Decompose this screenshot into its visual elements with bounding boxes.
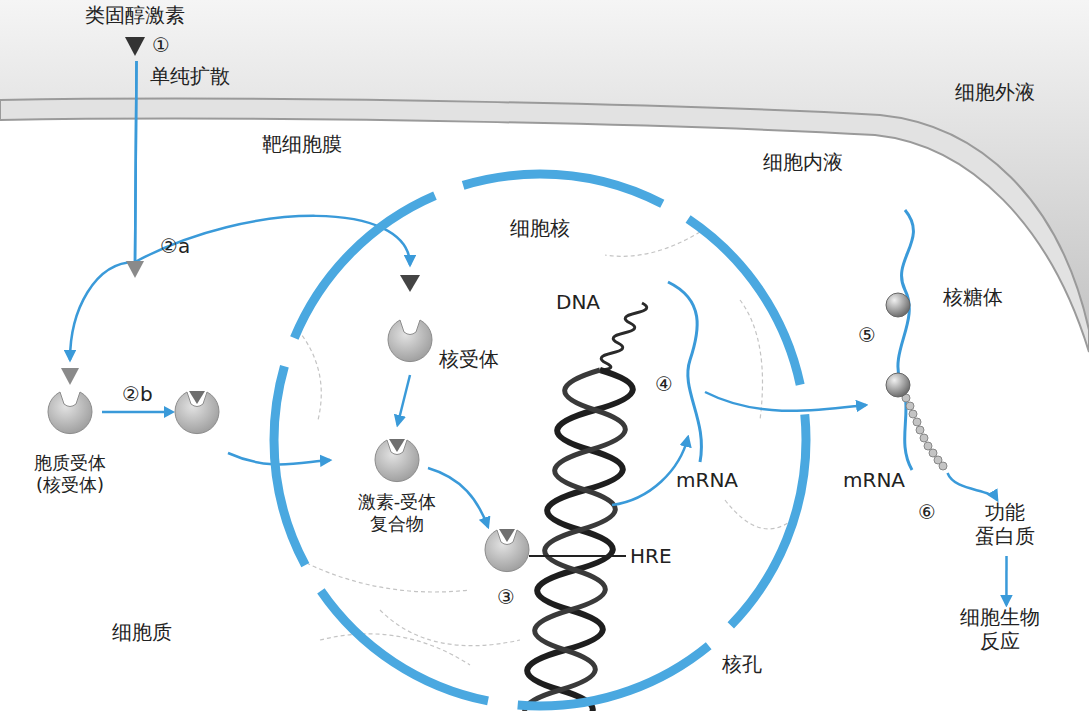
hre-pointer	[529, 555, 626, 557]
amino-acid	[920, 434, 928, 442]
hormone-triangle	[61, 368, 79, 385]
nuclear-envelope	[274, 174, 806, 706]
amino-acid	[906, 402, 914, 410]
arrow-head	[164, 406, 175, 418]
hormone-triangle	[400, 275, 420, 292]
amino-acid	[913, 418, 921, 426]
node-text: 激素-受体 复合物	[347, 491, 447, 534]
mesh-line	[605, 232, 700, 256]
receptor-shape	[485, 530, 529, 572]
hormone-triangle	[389, 439, 405, 452]
flow-arrow	[398, 375, 411, 425]
part-label: DNA	[556, 290, 600, 314]
binding-arrow	[102, 411, 165, 414]
response-box: 细胞生物 反应	[940, 605, 1063, 661]
process-label: 单纯扩散	[150, 64, 230, 88]
extracellular-fluid	[0, 0, 1089, 330]
region-label: 细胞外液	[955, 80, 1035, 104]
callout-number: ①	[152, 33, 170, 57]
hormone-triangle	[125, 37, 145, 56]
callout-number: ⑥	[918, 500, 936, 524]
hormone-receptor-complex: 激素-受体 复合物	[330, 425, 465, 560]
node-shape	[268, 168, 812, 711]
receptor	[388, 320, 432, 362]
receptor	[175, 391, 219, 434]
hormone-triangle	[189, 391, 205, 404]
part-label: 靶细胞膜	[262, 132, 342, 156]
mrna-strand	[668, 282, 701, 462]
callout-number: ③	[497, 585, 515, 609]
flow-arrow	[948, 473, 998, 500]
cell-membrane	[0, 99, 1089, 352]
region-label: 细胞内液	[763, 150, 843, 174]
part-label: 核孔	[722, 652, 762, 676]
node-text: 核受体	[436, 347, 502, 371]
callout-number: ②a	[160, 234, 190, 258]
flow-arrow	[70, 61, 137, 360]
hormone-triangle	[499, 529, 515, 542]
receptor	[375, 439, 419, 482]
hormone-node: 类固醇激素	[75, 3, 198, 61]
region-label: 细胞质	[112, 620, 172, 644]
mesh-line	[740, 300, 763, 420]
amino-acid	[939, 462, 947, 470]
node-text: 胞质受体 (核受体)	[30, 452, 110, 495]
receptor-shape	[388, 320, 432, 362]
amino-acid	[909, 410, 917, 418]
mesh-line	[300, 560, 470, 592]
callout-number: ⑤	[858, 323, 876, 347]
node-text: 类固醇激素	[75, 3, 195, 27]
part-label: HRE	[630, 544, 672, 568]
receptor	[48, 392, 92, 434]
amino-acid	[929, 449, 937, 457]
polypeptide-chain	[902, 394, 947, 470]
hormone-triangle	[126, 261, 144, 278]
mesh-line	[725, 500, 792, 529]
receptor-shape	[48, 392, 92, 434]
ribosome-node: 核糖体	[880, 283, 1015, 473]
dna-bound-receptor	[485, 529, 529, 572]
callout-number: ④	[655, 372, 673, 396]
receptor-shape	[375, 440, 419, 482]
amino-acid	[916, 426, 924, 434]
dna-strand	[525, 370, 626, 711]
part-label: mRNA	[843, 468, 905, 492]
part-label: mRNA	[676, 468, 738, 492]
receptor-shape	[175, 392, 219, 434]
callout-number: ②b	[122, 382, 153, 406]
nuclear-receptor: 核受体	[380, 265, 505, 375]
mrna-strand	[898, 210, 914, 470]
dna-coil	[600, 303, 647, 370]
mesh-line	[380, 610, 520, 646]
node-text: 功能 蛋白质	[960, 500, 1050, 548]
node-text: 核糖体	[935, 285, 1010, 309]
binding-arrow	[428, 468, 488, 527]
node-text: 细胞生物 反应	[940, 605, 1060, 653]
nucleus: 细胞核核受体激素-受体 复合物	[268, 168, 812, 711]
mesh-line	[298, 330, 321, 420]
amino-acid	[924, 442, 932, 450]
protein-box: 功能 蛋白质	[960, 500, 1053, 556]
node-text: 细胞核	[500, 216, 580, 240]
ribosome	[886, 373, 910, 397]
ribosome	[886, 293, 910, 317]
export-arrow	[705, 392, 866, 411]
flow-arrow	[1005, 556, 1008, 605]
